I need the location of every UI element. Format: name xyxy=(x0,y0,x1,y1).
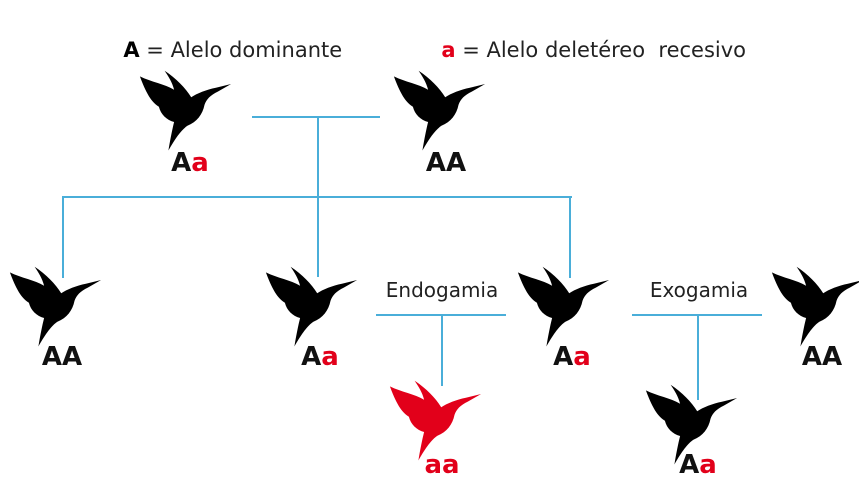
outsider-hummingbird-icon xyxy=(771,266,859,347)
parent-1-hummingbird-icon xyxy=(139,70,232,151)
inbreeding-label: Endogamia xyxy=(385,278,499,302)
outbreeding-label: Exogamia xyxy=(649,278,749,302)
child-3-hummingbird-icon xyxy=(517,266,610,347)
child-1-genotype: AA xyxy=(41,342,83,372)
child-1-drop xyxy=(62,196,64,278)
parent-1-genotype: Aa xyxy=(171,148,209,178)
legend-dominant: A = Alelo dominante xyxy=(110,14,342,62)
siblings-connector xyxy=(62,196,572,198)
inbred-offspring-genotype: aa xyxy=(424,450,460,480)
outsider-genotype: AA xyxy=(801,342,843,372)
legend-dominant-symbol: A xyxy=(123,38,140,62)
legend-recessive: a = Alelo deletéreo recesivo xyxy=(428,14,746,62)
outbred-offspring-genotype: Aa xyxy=(679,450,717,480)
legend-recessive-text: = Alelo deletéreo recesivo xyxy=(455,38,747,62)
child-3-drop xyxy=(569,196,571,278)
parent-2-hummingbird-icon xyxy=(393,70,486,151)
child-1-hummingbird-icon xyxy=(9,266,102,347)
legend-dominant-text: = Alelo dominante xyxy=(139,38,343,62)
parent-2-genotype: AA xyxy=(425,148,467,178)
parents-connector xyxy=(252,116,380,118)
child-2-hummingbird-icon xyxy=(265,266,358,347)
child-2-genotype: Aa xyxy=(301,342,339,372)
inbreeding-descent-line xyxy=(441,314,443,386)
legend-recessive-symbol: a xyxy=(441,38,456,62)
child-3-genotype: Aa xyxy=(553,342,591,372)
outbreeding-descent-line xyxy=(697,314,699,400)
